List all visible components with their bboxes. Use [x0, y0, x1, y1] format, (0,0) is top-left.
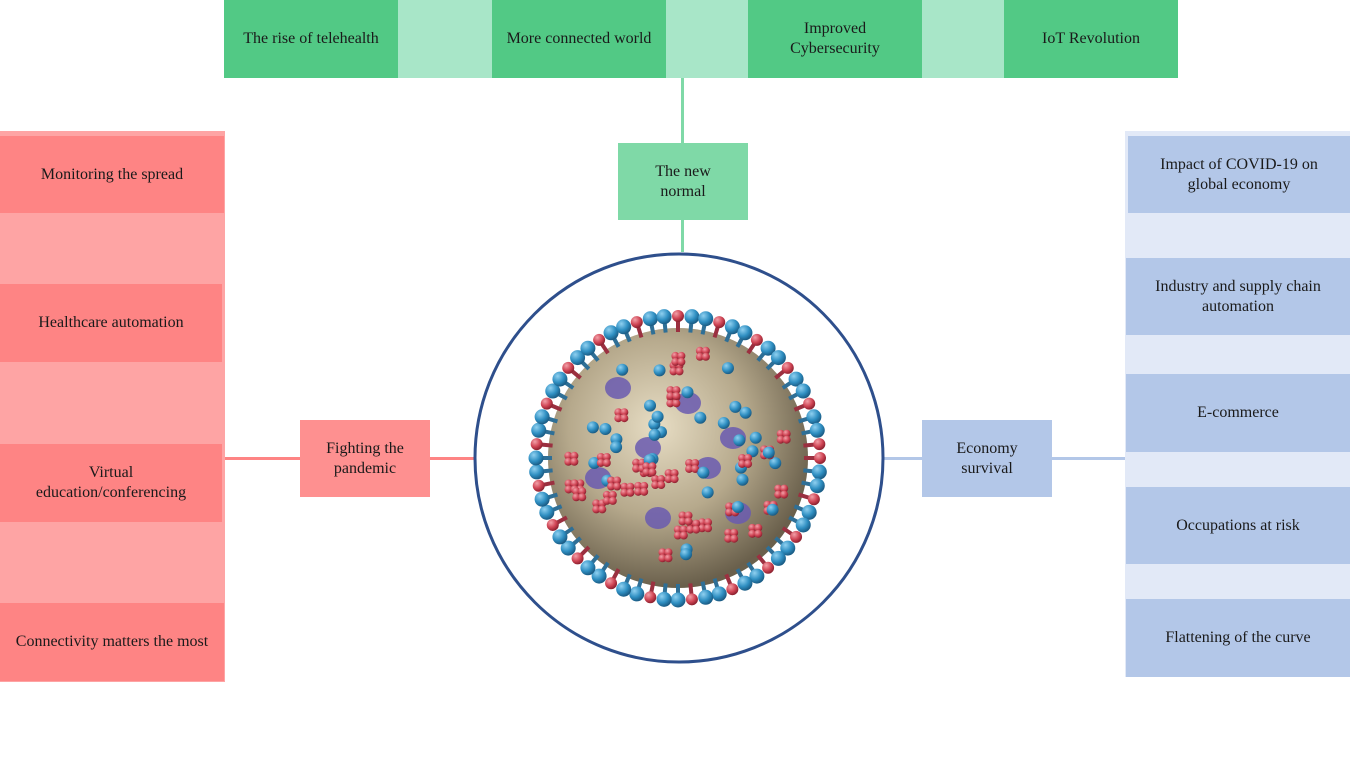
top-connector-line	[681, 78, 684, 144]
center-new-normal-label: The new normal	[655, 162, 711, 200]
right-item-supply-chain: Industry and supply chain automation	[1126, 258, 1350, 335]
left-item-label: Virtual education/conferencing	[35, 464, 187, 501]
left-item-monitoring: Monitoring the spread	[0, 136, 224, 213]
right-item-flattening: Flattening of the curve	[1126, 599, 1350, 677]
top-center-connector-line	[681, 220, 684, 252]
right-item-label: Impact of COVID-19 on global economy	[1160, 155, 1318, 193]
left-item-label: Monitoring the spread	[40, 165, 184, 183]
top-item-label: The rise of telehealth	[243, 30, 379, 47]
top-item-iot: IoT Revolution	[1004, 0, 1178, 78]
top-item-label: IoT Revolution	[1042, 30, 1140, 47]
top-item-telehealth: The rise of telehealth	[224, 0, 398, 78]
left-item-label: Healthcare automation	[38, 314, 184, 331]
right-item-global-economy: Impact of COVID-19 on global economy	[1128, 136, 1350, 213]
right-item-ecommerce: E-commerce	[1126, 374, 1350, 452]
right-item-label: Occupations at risk	[1176, 516, 1300, 534]
virus-body	[528, 309, 827, 608]
center-fighting-box: Fighting the pandemic	[300, 420, 430, 497]
center-new-normal-box: The new normal	[618, 143, 748, 220]
top-item-label: More connected world	[506, 30, 652, 47]
left-topics-strip	[0, 131, 225, 682]
right-item-occupations: Occupations at risk	[1126, 487, 1350, 564]
right-center-connector-line	[880, 457, 922, 460]
left-item-label: Connectivity matters the most	[15, 633, 209, 650]
top-item-label: Improved Cybersecurity	[790, 20, 880, 57]
left-item-connectivity: Connectivity matters the most	[0, 603, 224, 681]
right-item-label: E-commerce	[1197, 404, 1279, 421]
center-economy-label: Economy survival	[956, 439, 1018, 477]
top-item-cybersecurity: Improved Cybersecurity	[748, 0, 922, 78]
left-item-virtual-education: Virtual education/conferencing	[0, 444, 222, 522]
right-item-label: Flattening of the curve	[1165, 629, 1311, 646]
left-connector-line	[222, 457, 300, 460]
left-center-connector-line	[430, 457, 478, 460]
right-item-label: Industry and supply chain automation	[1155, 277, 1321, 315]
left-item-healthcare: Healthcare automation	[0, 284, 222, 362]
top-item-connected-world: More connected world	[492, 0, 666, 78]
right-connector-line	[1052, 457, 1126, 460]
center-economy-box: Economy survival	[922, 420, 1052, 497]
center-fighting-label: Fighting the pandemic	[326, 439, 404, 477]
